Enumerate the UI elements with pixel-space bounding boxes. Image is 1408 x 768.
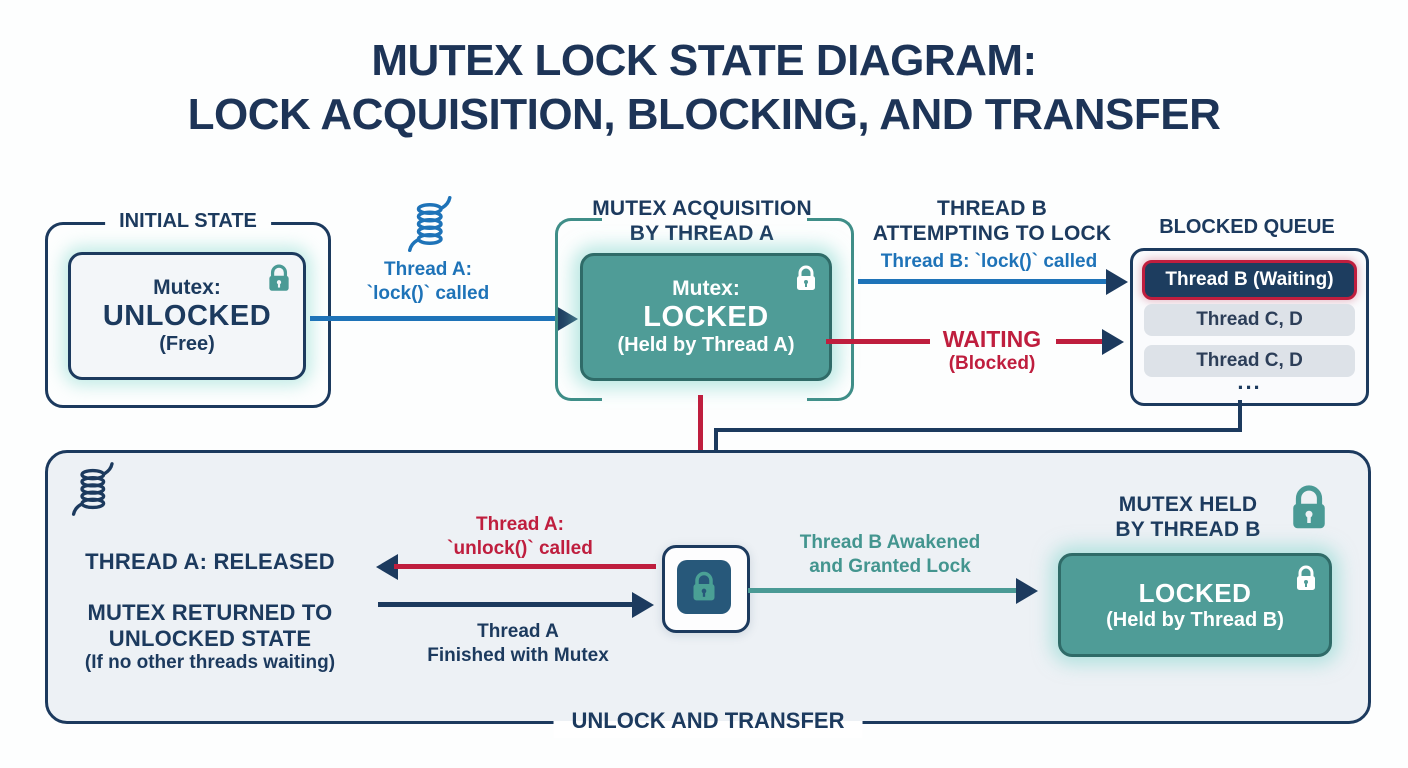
finished-arrowhead — [632, 591, 654, 618]
held-by-b-header: MUTEX HELD BY THREAD B — [1115, 493, 1261, 541]
waiting-line-left — [826, 339, 930, 344]
acquisition-bracket-corner — [807, 308, 854, 401]
waiting-label: WAITING (Blocked) — [942, 326, 1042, 374]
finished-arrow-line — [378, 602, 634, 607]
initial-state-frame: INITIAL STATE — [45, 210, 331, 408]
thread-b-lock-call-label: Thread B: `lock()` called — [880, 251, 1098, 272]
locked-state-text: LOCKED — [643, 301, 769, 333]
thread-a-released-text: THREAD A: RELEASED — [85, 549, 335, 574]
queue-item: Thread C, D — [1144, 345, 1355, 377]
padlock-icon — [1294, 565, 1318, 598]
acquisition-bracket-corner — [555, 218, 602, 311]
padlock-icon — [677, 560, 731, 614]
mutex-locked-a-box: Mutex: LOCKED (Held by Thread A) — [580, 253, 832, 381]
queue-item-thread-b: Thread B (Waiting) — [1142, 260, 1357, 300]
transfer-arrowhead — [1016, 577, 1038, 604]
blocked-queue-box: Thread B (Waiting) Thread C, D Thread C,… — [1130, 248, 1369, 406]
released-arrowhead — [376, 553, 398, 580]
padlock-icon — [794, 265, 818, 298]
queue-item: Thread C, D — [1144, 304, 1355, 336]
released-arrow-line — [394, 564, 656, 569]
locked-b-state-text: LOCKED — [1138, 578, 1252, 608]
thread-b-arrow-line — [858, 279, 1108, 284]
unlocked-state-text: UNLOCKED — [102, 300, 272, 332]
free-subtext: (Free) — [159, 333, 215, 355]
acquisition-bracket-corner — [807, 218, 854, 311]
acquisition-bracket-corner — [555, 308, 602, 401]
padlock-icon — [266, 264, 292, 299]
initial-state-label: INITIAL STATE — [105, 210, 271, 233]
unlock-transfer-label: UNLOCK AND TRANSFER — [553, 704, 863, 738]
mutex-returned-text: MUTEX RETURNED TO UNLOCKED STATE (If no … — [84, 600, 336, 673]
diagram-title-line2: LOCK ACQUISITION, BLOCKING, AND TRANSFER — [187, 90, 1221, 139]
queue-connector-vertical-right — [1238, 400, 1242, 430]
diagram-title-line1: MUTEX LOCK STATE DIAGRAM: — [371, 36, 1037, 85]
transfer-arrow-line — [748, 588, 1018, 593]
padlock-icon — [1288, 484, 1330, 539]
held-by-a-subtext: (Held by Thread A) — [617, 334, 795, 356]
waiting-line-right — [1056, 339, 1104, 344]
thread-b-arrowhead — [1106, 268, 1128, 295]
unlock-call-label: Thread A: `unlock()` called — [447, 514, 593, 559]
mutex-label: Mutex: — [672, 277, 740, 300]
thread-b-header: THREAD B ATTEMPTING TO LOCK — [872, 197, 1112, 245]
queue-connector-horizontal — [714, 428, 1242, 432]
thread-a-lock-call-label: Thread A: `lock()` called — [366, 259, 490, 304]
thread-coil-icon — [406, 196, 456, 257]
held-by-b-subtext: (Held by Thread B) — [1106, 609, 1284, 631]
mutex-unlocked-box: Mutex: UNLOCKED (Free) — [68, 252, 306, 380]
mutex-label: Mutex: — [153, 276, 221, 299]
mutex-locked-b-box: LOCKED (Held by Thread B) — [1058, 553, 1332, 657]
awakened-label: Thread B Awakened and Granted Lock — [799, 532, 981, 577]
finished-label: Thread A Finished with Mutex — [427, 621, 609, 666]
blocked-queue-label: BLOCKED QUEUE — [1159, 216, 1335, 238]
queue-ellipsis: ... — [1237, 369, 1262, 394]
waiting-arrowhead — [1102, 328, 1124, 355]
lock-call-arrow-line — [310, 316, 558, 321]
acquisition-header: MUTEX ACQUISITION BY THREAD A — [592, 197, 812, 245]
mutex-handoff-box — [662, 545, 750, 633]
thread-coil-icon — [70, 462, 118, 521]
